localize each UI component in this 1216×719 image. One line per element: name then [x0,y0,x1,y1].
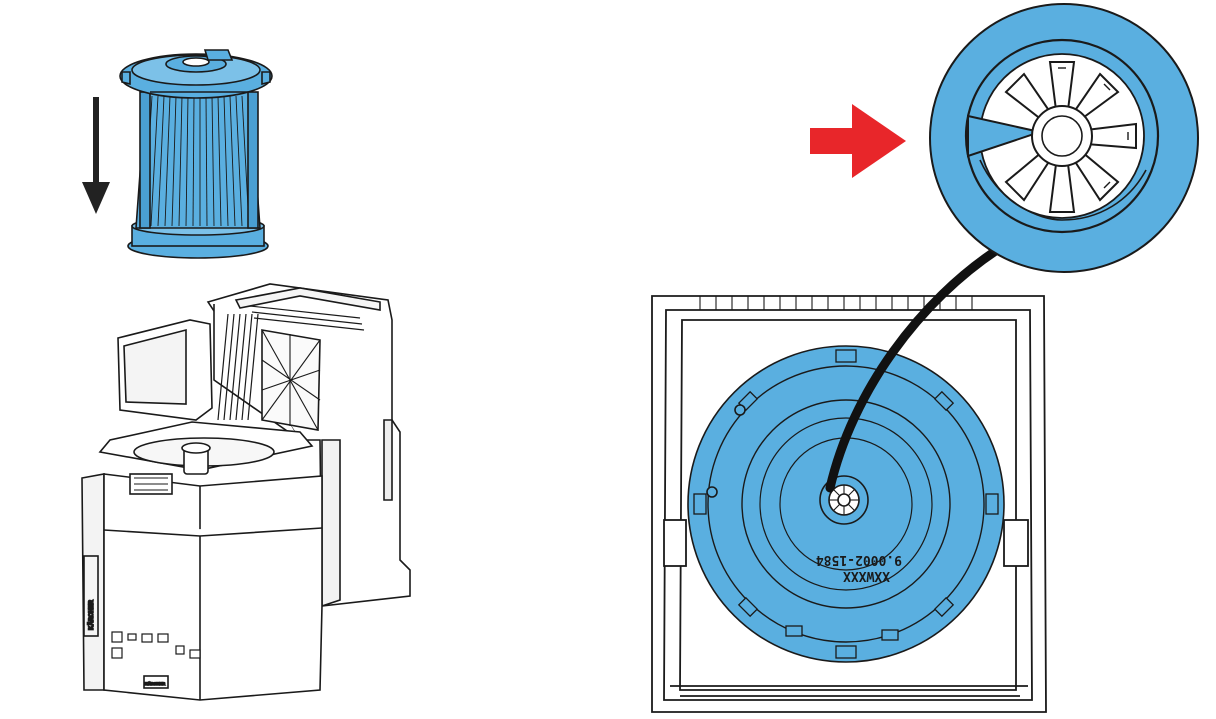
vacuum-unit-open: KÄRCHER KÄRCHER [81,283,411,701]
engraving-line-1: XXWXXX [843,568,890,583]
filter-cartridge [119,49,273,259]
left-panel: KÄRCHER KÄRCHER [81,49,411,701]
right-panel: XXWXXX 9.0002-1584 [651,3,1199,713]
arrow-down-icon [82,97,110,214]
engraving-line-2: 9.0002-1584 [816,552,902,567]
filter-disc [687,345,1005,663]
callout-leader-line [825,243,1005,493]
brand-label: KÄRCHER [88,599,95,630]
arrow-right-icon [810,104,906,178]
control-panel [111,631,201,659]
bottom-brand-label: KÄRCHER [145,681,165,686]
magnified-hub-detail [929,3,1199,273]
part-number-engraving: XXWXXX 9.0002-1584 [816,552,902,583]
